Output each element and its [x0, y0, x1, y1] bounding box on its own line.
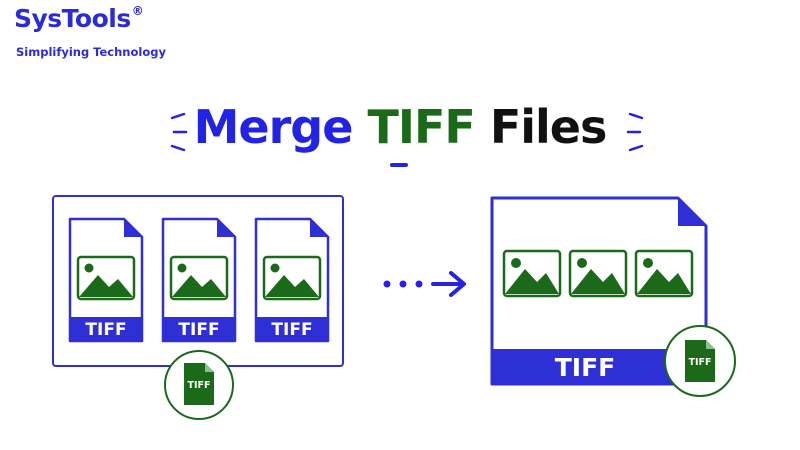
image-icon [76, 255, 136, 301]
title-underline [390, 163, 408, 167]
brand-name: SysTools [14, 4, 131, 33]
source-tiff-file-3 [254, 217, 330, 343]
image-icon [169, 255, 229, 301]
image-icon [634, 249, 694, 298]
source-tiff-label-3: TIFF [271, 320, 313, 340]
source-tiff-label-2: TIFF [178, 320, 220, 340]
source-tiff-file-2 [161, 217, 237, 343]
title-merge: Merge [193, 100, 354, 154]
title-sparkle-right-icon [626, 112, 644, 152]
merged-tiff-file [490, 196, 708, 386]
source-tiff-file-1 [68, 217, 144, 343]
image-icon [502, 249, 562, 298]
merged-tiff-label: TIFF [554, 353, 616, 382]
brand-logo: SysTools® [14, 4, 144, 33]
registered-mark: ® [131, 4, 144, 18]
brand-tagline: Simplifying Technology [16, 45, 166, 59]
title-files: Files [489, 100, 608, 154]
image-icon [262, 255, 322, 301]
tiff-file-icon [184, 363, 214, 405]
tiff-badge-right-label: TIFF [688, 357, 712, 368]
image-icon [568, 249, 628, 298]
source-tiff-label-1: TIFF [85, 320, 127, 340]
page-title: Merge TIFF Files [0, 100, 800, 154]
tiff-badge-left-label: TIFF [187, 380, 211, 391]
tiff-file-icon [685, 340, 715, 382]
title-sparkle-left-icon [170, 112, 188, 152]
title-tiff: TIFF [367, 100, 475, 154]
arrow-right-icon [383, 271, 466, 297]
